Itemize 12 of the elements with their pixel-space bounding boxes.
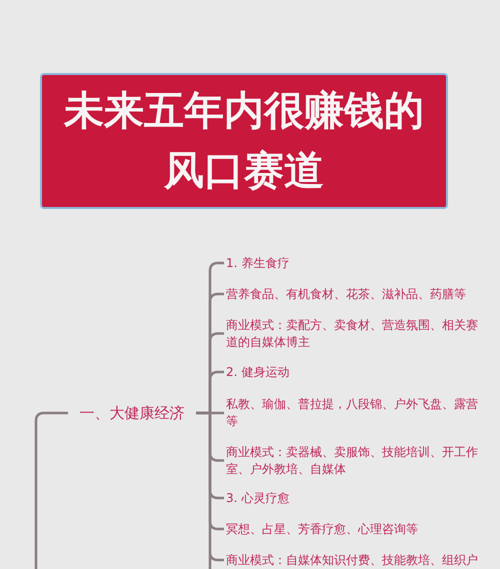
detail-text: 冥想、占星、芳香疗愈、心理咨询等 <box>224 520 482 538</box>
title-banner: 未来五年内很赚钱的风口赛道 <box>40 73 448 209</box>
connector-line <box>34 412 68 569</box>
subtopic-label: 1. 养生食疗 <box>224 254 482 272</box>
detail-text: 商业模式：卖器械、卖服饰、技能培训、开工作室、户外教培、自媒体 <box>224 444 482 478</box>
detail-text: 商业模式：卖配方、卖食材、营造氛围、相关赛道的自媒体博主 <box>224 316 482 350</box>
topic-label: 一、大健康经济 <box>68 403 196 423</box>
detail-text: 私教、瑜伽、普拉提，八段锦、户外飞盘、露营等 <box>224 396 482 430</box>
detail-text: 商业模式：自媒体知识付费、技能教培、组织户 <box>224 552 482 568</box>
detail-text: 营养食品、有机食材、花茶、滋补品、药膳等 <box>224 286 482 302</box>
subtopic-label: 3. 心灵疗愈 <box>224 490 482 506</box>
subtopic-label: 2. 健身运动 <box>224 364 482 380</box>
